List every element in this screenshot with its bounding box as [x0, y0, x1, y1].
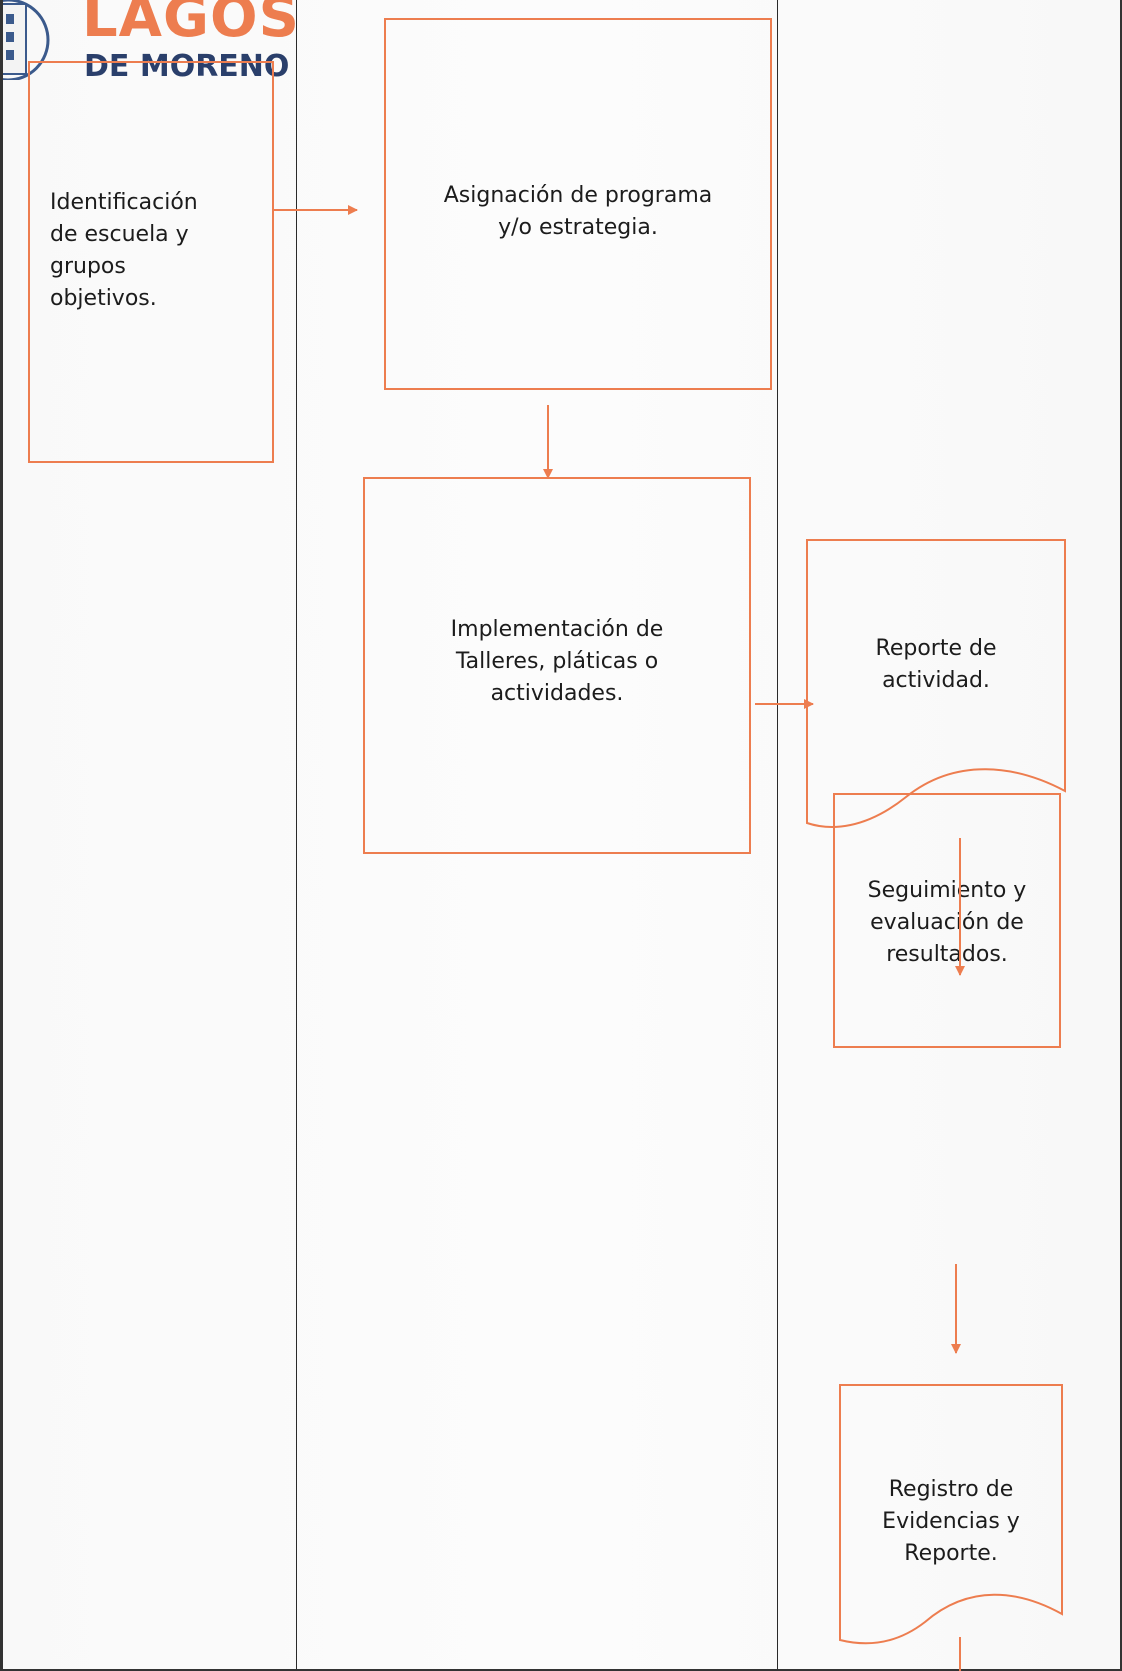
logo-word-de-moreno: DE MORENO — [84, 49, 289, 80]
swimlane-divider-1 — [296, 0, 297, 1671]
node-implementacion: Implementación de Talleres, pláticas o a… — [363, 477, 751, 854]
seal-ring-icon — [0, 0, 50, 80]
logo-word-lagos: LAGOS — [82, 0, 300, 50]
node-reporte: Reporte de actividad. — [806, 539, 1066, 841]
node-asignacion: Asignación de programa y/o estrategia. — [384, 18, 772, 390]
page-right-border — [1120, 0, 1122, 1671]
page-left-border — [0, 0, 3, 1671]
node-label-identificacion: Identificación de escuela y grupos objet… — [50, 190, 198, 311]
node-label-registro: Registro de Evidencias y Reporte. — [882, 1477, 1020, 1566]
node-label-implementacion: Implementación de Talleres, pláticas o a… — [450, 617, 664, 706]
node-seguimiento: Seguimiento y evaluación de resultados. — [833, 793, 1061, 1048]
node-label-asignacion: Asignación de programa y/o estrategia. — [443, 183, 713, 240]
logo-graphic: LAGOS DE MORENO — [0, 0, 300, 80]
node-label-reporte: Reporte de actividad. — [875, 636, 997, 693]
document-shape-icon — [839, 1384, 1063, 1645]
node-registro: Registro de Evidencias y Reporte. — [839, 1384, 1063, 1671]
lagos-de-moreno-logo: LAGOS DE MORENO — [0, 0, 300, 80]
page-bottom-border — [0, 1669, 1122, 1671]
document-shape-icon — [806, 539, 1066, 828]
swimlane-divider-2 — [777, 0, 778, 1671]
node-label-seguimiento: Seguimiento y evaluación de resultados. — [867, 878, 1027, 967]
node-identificacion: Identificación de escuela y grupos objet… — [28, 61, 274, 463]
